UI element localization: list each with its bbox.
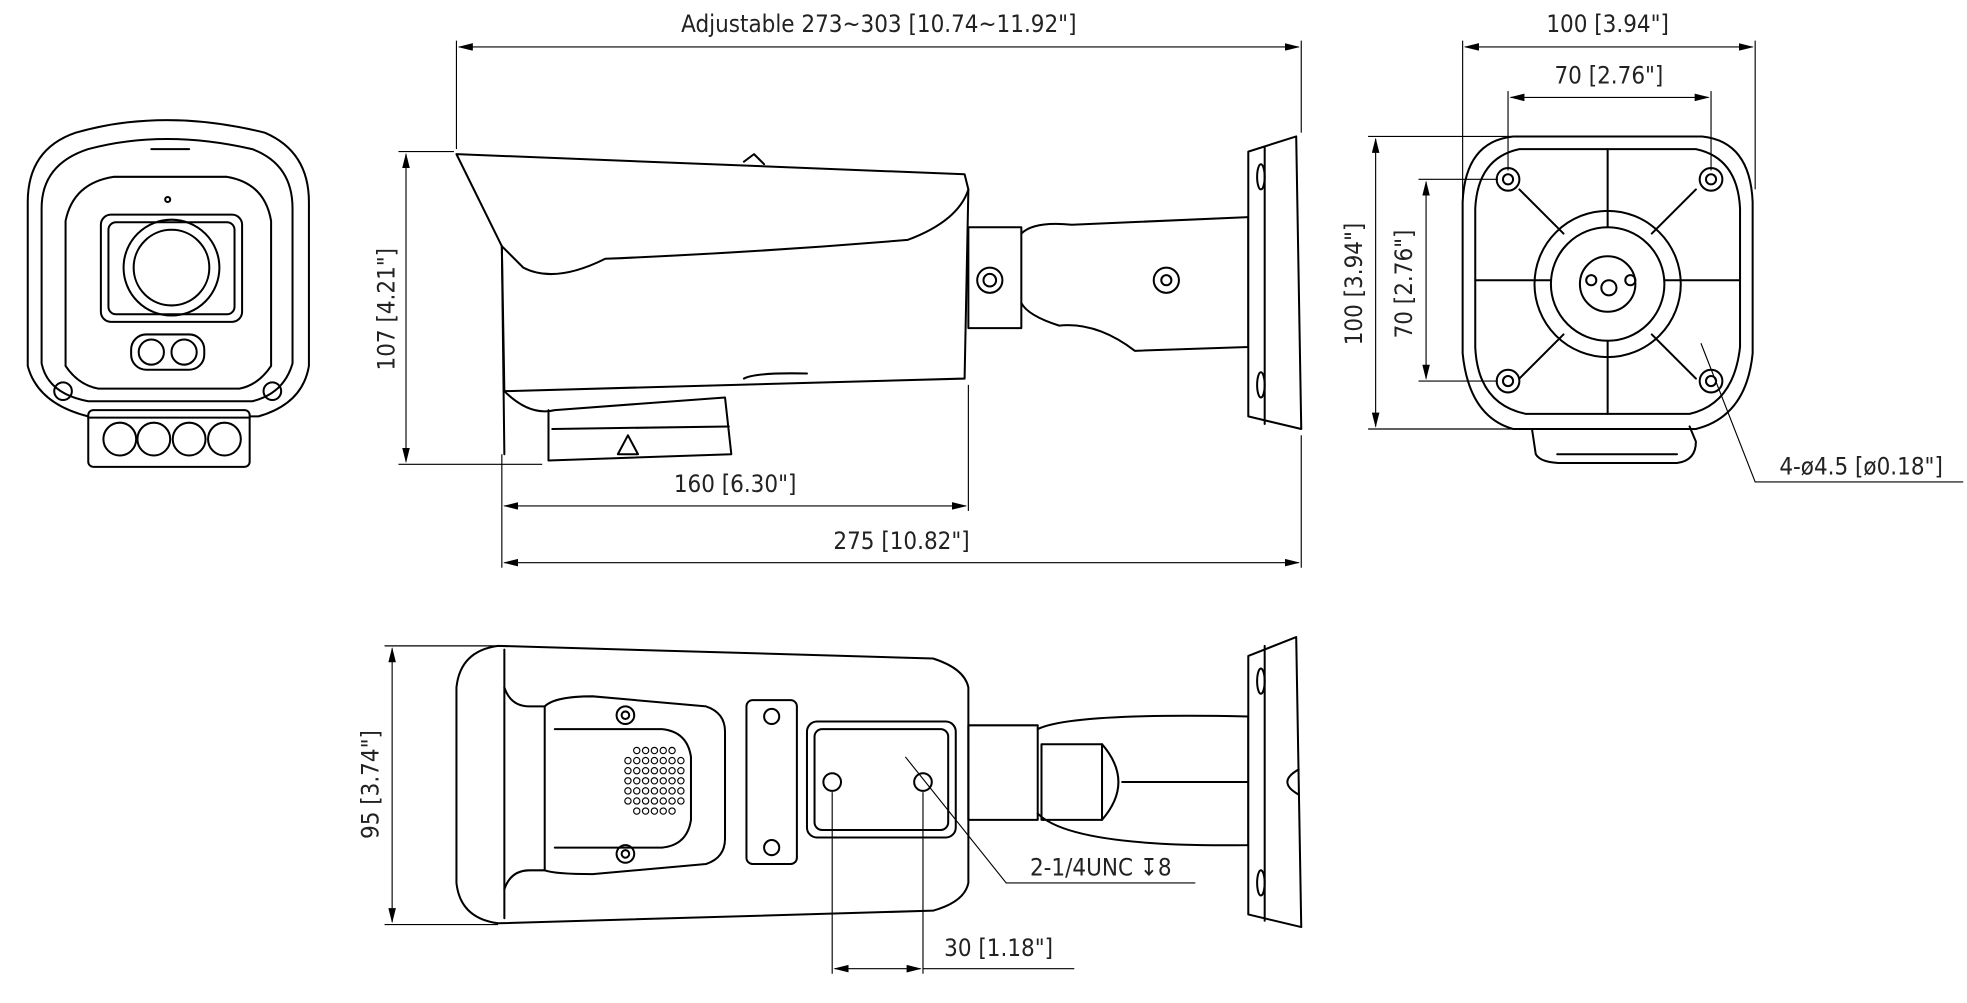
thread-spacing-label: 30 [1.18"] xyxy=(944,934,1053,962)
height-label: 107 [4.21"] xyxy=(373,248,401,371)
bottom-dimensions: 95 [3.74"] 2-1/4UNC ↧8 30 [1.18"] xyxy=(356,645,1196,974)
side-dimensions: Adjustable 273~303 [10.74~11.92"] 107 [4… xyxy=(373,10,1302,568)
mount-width-label: 100 [3.94"] xyxy=(1546,10,1669,38)
total-length-label: 275 [10.82"] xyxy=(833,527,969,555)
adjustable-length-label: Adjustable 273~303 [10.74~11.92"] xyxy=(681,10,1076,38)
bottom-width-label: 95 [3.74"] xyxy=(356,730,384,839)
mount-view xyxy=(1461,135,1754,465)
mount-holes-label: 4-ø4.5 [ø0.18"] xyxy=(1779,452,1943,480)
bottom-view xyxy=(455,636,1303,929)
thread-label: 2-1/4UNC ↧8 xyxy=(1030,853,1172,881)
body-length-label: 160 [6.30"] xyxy=(674,470,797,498)
speaker-grille xyxy=(624,746,685,815)
mount-dimensions: 100 [3.94"] 70 [2.76"] 100 [3.94"] 70 [2… xyxy=(1340,10,1964,483)
front-view xyxy=(26,119,310,468)
mount-hole-width-label: 70 [2.76"] xyxy=(1554,62,1663,90)
mount-hole-height-label: 70 [2.76"] xyxy=(1390,230,1418,339)
side-view xyxy=(455,135,1303,462)
mount-height-label: 100 [3.94"] xyxy=(1340,223,1368,346)
